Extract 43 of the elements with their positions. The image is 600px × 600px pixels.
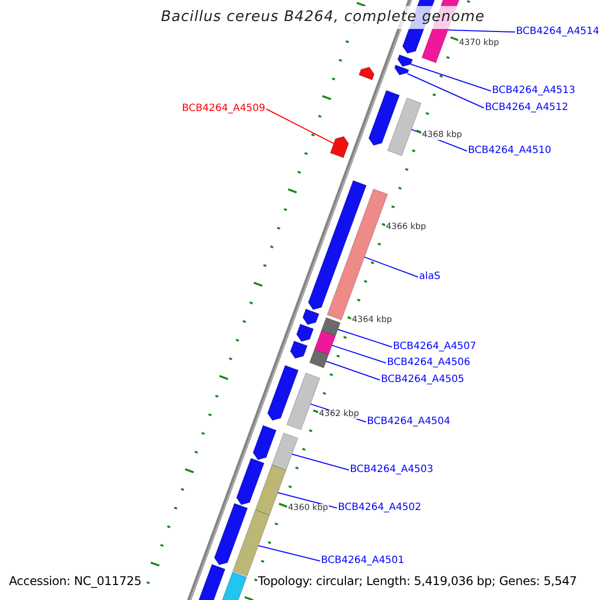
leader-line (326, 360, 380, 380)
leader-line (448, 29, 516, 32)
gene-feature (272, 432, 298, 470)
genome-info-text: Topology: circular; Length: 5,419,036 bp; Genes: 5,547 (258, 575, 577, 587)
gene-label: BCB4264_A4510 (468, 146, 552, 156)
leader-line (258, 545, 320, 562)
gene-feature (232, 510, 270, 577)
leader-line (266, 108, 334, 144)
gene-label: BCB4264_A4501 (321, 556, 404, 566)
gene-label: BCB4264_A4507 (393, 342, 476, 352)
gene-label: BCB4264_A4505 (381, 375, 464, 385)
gene-feature (387, 98, 422, 156)
scale-label: 4360 kbp (287, 504, 330, 512)
gene-feature (320, 317, 341, 336)
gene-feature (314, 330, 336, 356)
scale-label: 4364 kbp (351, 316, 394, 324)
gene-feature (286, 372, 320, 430)
accession-text: Accession: NC_011725 (9, 575, 142, 587)
gene-label: BCB4264_A4513 (492, 86, 576, 96)
scale-label: 4366 kbp (385, 223, 428, 232)
gene-feature (397, 54, 413, 67)
leader-line (337, 328, 392, 348)
gene-label: BCB4264_A4506 (387, 358, 470, 368)
gene-feature (255, 464, 286, 516)
scale-label: 4368 kbp (421, 131, 464, 140)
gene-label: BCB4264_A4503 (350, 465, 434, 475)
leader-line (406, 73, 484, 108)
gene-label: BCB4264_A4514 (516, 27, 600, 37)
scale-label: 4362 kbp (318, 410, 360, 418)
gene-feature (330, 136, 349, 158)
gene-label: BCB4264_A4509 (182, 104, 266, 114)
leader-line (291, 454, 350, 470)
gene-feature (309, 349, 329, 368)
gene-label: BCB4264_A4512 (485, 103, 568, 113)
scale-label: 4370 kbp (458, 39, 500, 48)
gene-label: BCB4264_A4502 (338, 503, 422, 513)
leader-line (364, 256, 418, 278)
leader-line (331, 344, 386, 364)
gene-label: alaS (419, 272, 440, 282)
leader-line (277, 492, 338, 508)
gene-label: BCB4264_A4504 (367, 417, 450, 427)
gene-feature (394, 64, 410, 76)
leader-line (410, 64, 492, 92)
